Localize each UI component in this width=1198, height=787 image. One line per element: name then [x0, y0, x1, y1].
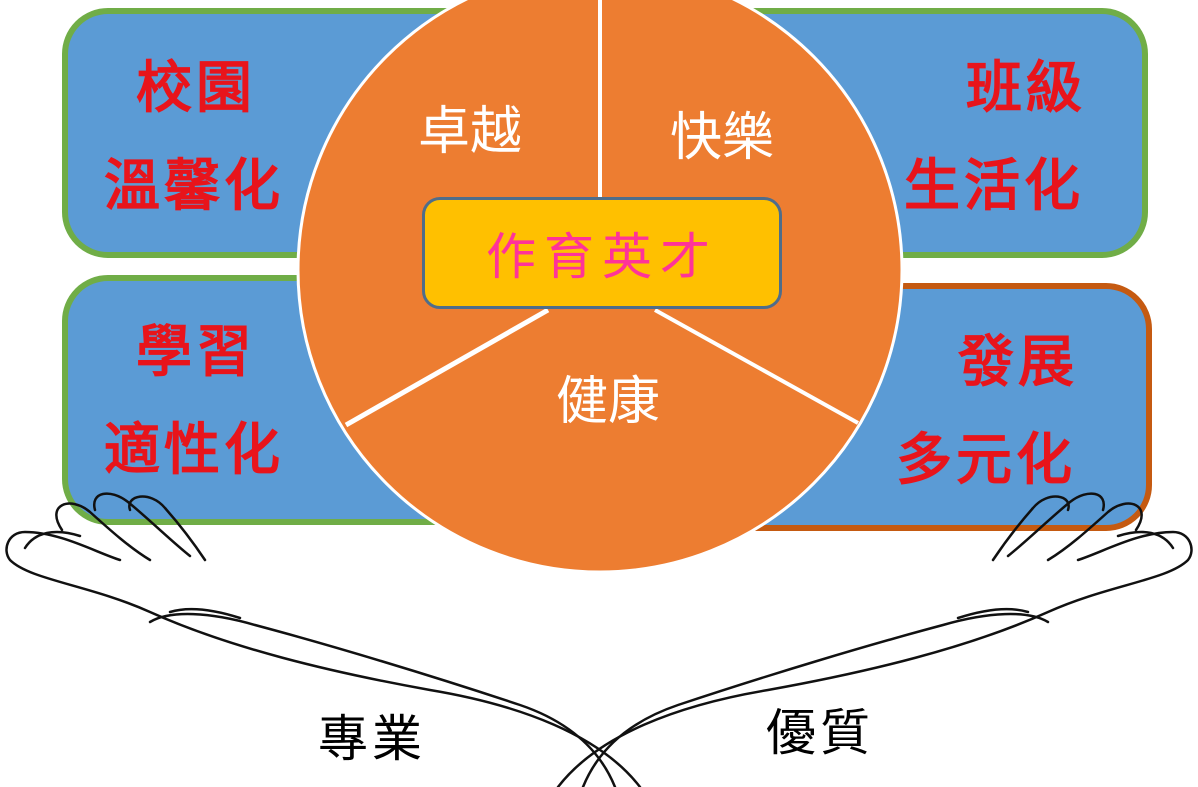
left-hand-icon [5, 492, 642, 787]
class-title: 班級 [966, 55, 1086, 121]
learning-subtitle: 適性化 [104, 417, 284, 483]
pie-slice-excellence: 卓越 [418, 102, 523, 162]
development-subtitle: 多元化 [896, 427, 1076, 493]
campus-title: 校園 [136, 55, 256, 121]
class-subtitle: 生活化 [904, 153, 1084, 219]
learning-title: 學習 [136, 319, 256, 385]
pie-divider-right [654, 308, 859, 425]
center-box: 作育英才 [422, 197, 782, 309]
right-hand-label: 優質 [766, 704, 874, 762]
development-title: 發展 [958, 329, 1078, 395]
pie-slice-happiness: 快樂 [670, 108, 775, 168]
pie-slice-health: 健康 [556, 372, 661, 432]
pie-divider-left [344, 307, 550, 428]
right-hand-icon [556, 492, 1193, 787]
center-label: 作育英才 [486, 228, 718, 286]
campus-subtitle: 溫馨化 [104, 153, 284, 219]
left-hand-label: 專業 [318, 710, 426, 768]
